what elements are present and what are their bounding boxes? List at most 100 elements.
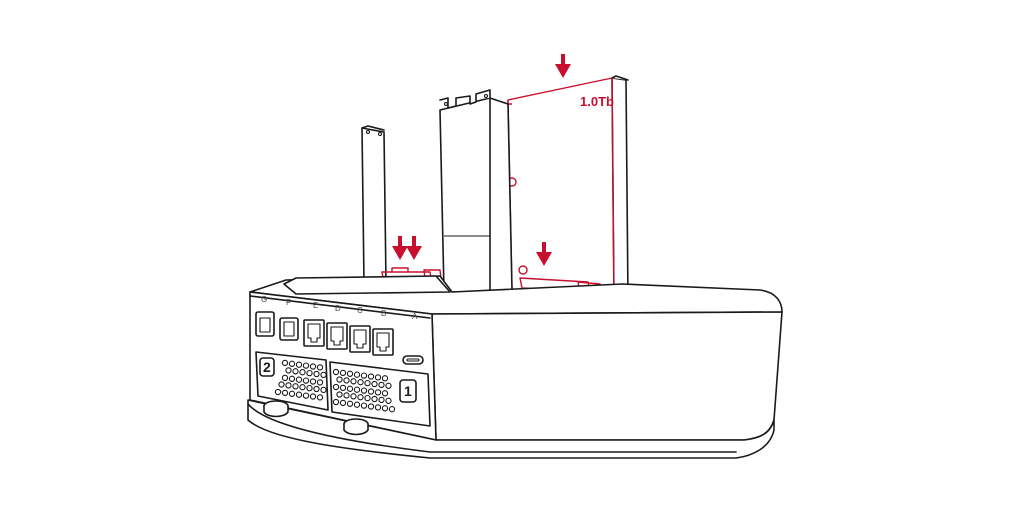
- pin: [332, 368, 340, 376]
- pin: [353, 401, 361, 408]
- pin: [346, 370, 354, 377]
- port-labels: G F E D C B A: [261, 295, 418, 321]
- pin: [336, 376, 343, 383]
- pin: [281, 389, 289, 397]
- drive-capacity-label: 1.0Tb: [580, 94, 614, 109]
- pin: [332, 383, 340, 391]
- pin: [339, 369, 347, 377]
- pin: [378, 396, 385, 404]
- module-2-pin-grid: [274, 359, 327, 401]
- pin: [385, 397, 392, 404]
- pin: [295, 391, 303, 398]
- pin: [374, 389, 382, 396]
- pin: [367, 403, 375, 410]
- pin: [374, 374, 382, 381]
- pin: [336, 391, 343, 398]
- pin: [302, 392, 310, 399]
- pin: [346, 400, 354, 407]
- port-label-d: D: [335, 304, 341, 313]
- port-g-phone-jack: [255, 311, 275, 337]
- pin: [274, 388, 282, 396]
- pin: [367, 373, 375, 380]
- pin: [316, 394, 324, 401]
- pin: [295, 376, 303, 383]
- pin: [292, 368, 299, 375]
- pin: [350, 378, 357, 385]
- pin: [332, 398, 340, 406]
- connector-module-2: 2: [255, 351, 329, 411]
- pin: [385, 382, 392, 389]
- pin: [281, 374, 289, 382]
- pin: [371, 380, 378, 388]
- port-d-ethernet: [326, 322, 348, 350]
- pin: [371, 395, 378, 403]
- port-b-ethernet: [372, 328, 394, 356]
- pin: [350, 393, 357, 400]
- pin: [302, 362, 310, 369]
- pin: [316, 364, 324, 371]
- pin: [309, 393, 317, 400]
- pin: [381, 405, 389, 412]
- middle-bay-bracket: [439, 89, 513, 293]
- pin: [281, 359, 289, 367]
- pin: [343, 392, 350, 399]
- port-label-g: G: [261, 295, 267, 304]
- pin: [313, 370, 320, 378]
- pin: [353, 371, 361, 378]
- pin: [306, 369, 313, 377]
- arrow-drive-top: [555, 54, 571, 78]
- pin: [288, 390, 296, 397]
- arrow-ssd-right: [406, 236, 422, 260]
- hard-drive-large: 1.0Tb: [507, 77, 615, 303]
- pin: [302, 377, 310, 384]
- port-label-b: B: [381, 309, 386, 318]
- rear-bay-plate: [611, 75, 629, 303]
- pin: [295, 361, 303, 368]
- pin: [374, 404, 382, 411]
- port-c-ethernet: [349, 325, 371, 353]
- port-label-f: F: [286, 298, 291, 307]
- port-e-ethernet: [303, 319, 325, 347]
- pin: [343, 377, 350, 384]
- pin: [360, 387, 368, 394]
- pin: [309, 378, 317, 385]
- base-feet: [263, 400, 369, 436]
- pin: [320, 386, 327, 394]
- pin: [378, 381, 385, 389]
- port-label-a: A: [412, 312, 418, 321]
- port-label-c: C: [357, 306, 363, 315]
- pin: [285, 382, 292, 389]
- pin: [360, 402, 368, 409]
- module-number-2: 2: [263, 359, 271, 375]
- port-label-e: E: [313, 301, 318, 310]
- pin: [316, 379, 324, 386]
- pin: [388, 406, 396, 413]
- module-1-pin-grid: [332, 368, 396, 413]
- pin: [288, 375, 296, 382]
- pin: [364, 379, 371, 387]
- pin: [339, 399, 347, 407]
- pin: [288, 360, 296, 367]
- connector-module-1: 1: [329, 361, 431, 427]
- port-a-usb-c: [402, 355, 424, 365]
- pin: [357, 394, 364, 401]
- pin: [367, 388, 375, 395]
- pin: [381, 390, 389, 397]
- pin: [313, 385, 320, 393]
- pin: [285, 367, 292, 374]
- pin: [357, 379, 364, 386]
- pin: [299, 369, 306, 376]
- port-f-optical: [279, 317, 299, 341]
- pin: [381, 375, 389, 382]
- arrow-drive-bottom: [536, 242, 552, 266]
- pin: [364, 394, 371, 402]
- pin: [353, 386, 361, 393]
- pin: [292, 383, 299, 390]
- pin: [339, 384, 347, 392]
- arrow-ssd-left: [392, 236, 408, 260]
- pin: [299, 384, 306, 391]
- base-body: [247, 275, 783, 459]
- pin: [320, 371, 327, 379]
